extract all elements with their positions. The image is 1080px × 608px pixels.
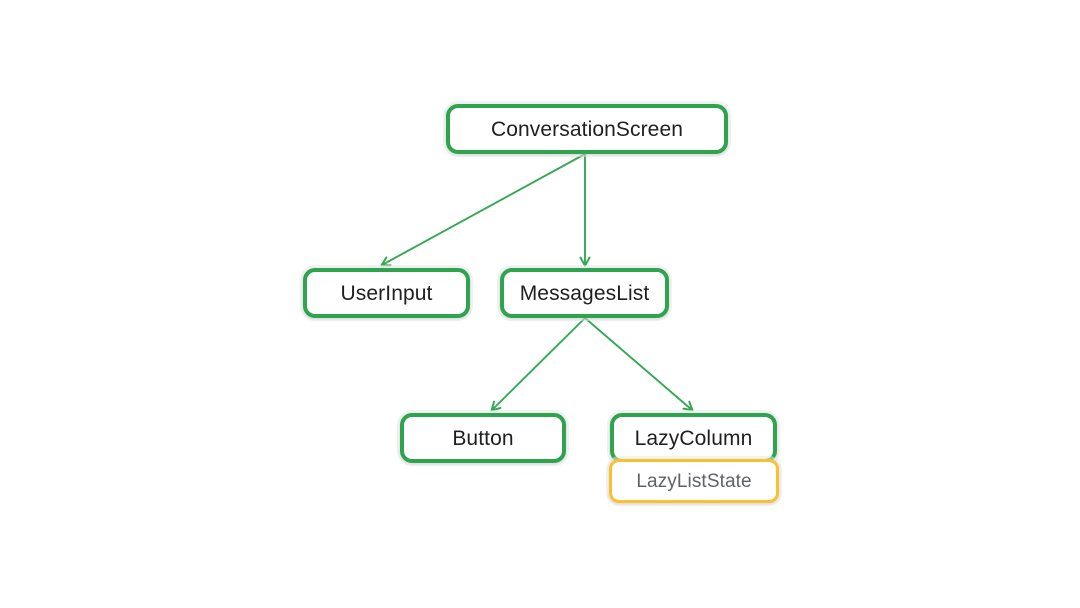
node-label-lazy-list-state: LazyListState <box>636 470 752 492</box>
node-label-messages-list: MessagesList <box>519 281 650 305</box>
node-lazy-list-state[interactable]: LazyListState <box>609 459 779 503</box>
edge-messages-list-to-lazy-column <box>584 317 694 412</box>
edge-conversation-screen-to-user-input <box>380 153 586 267</box>
node-label-button: Button <box>452 426 514 450</box>
node-button[interactable]: Button <box>400 413 566 463</box>
node-messages-list[interactable]: MessagesList <box>500 268 669 318</box>
node-label-user-input: UserInput <box>340 281 433 305</box>
node-user-input[interactable]: UserInput <box>303 268 470 318</box>
node-label-lazy-column: LazyColumn <box>634 426 753 450</box>
node-label-conversation-screen: ConversationScreen <box>490 117 684 141</box>
node-conversation-screen[interactable]: ConversationScreen <box>446 104 728 154</box>
edge-messages-list-to-button <box>490 317 586 412</box>
node-lazy-column[interactable]: LazyColumn <box>610 413 777 463</box>
